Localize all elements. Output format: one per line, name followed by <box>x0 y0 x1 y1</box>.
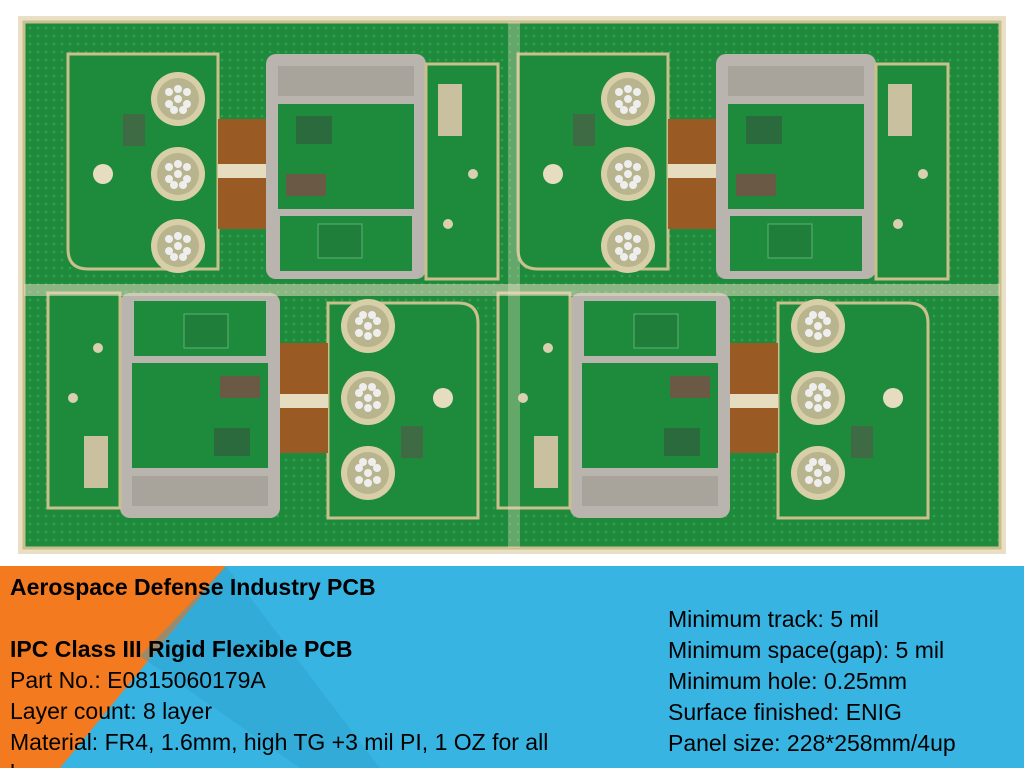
spec-layer-count: Layer count: 8 layer <box>10 698 213 724</box>
subheading: IPC Class III Rigid Flexible PCB <box>10 636 353 662</box>
spec-surface: Surface finished: ENIG <box>668 699 902 725</box>
spec-material: Material: FR4, 1.6mm, high TG +3 mil PI,… <box>10 729 549 755</box>
spec-min-space: Minimum space(gap): 5 mil <box>668 637 945 663</box>
spec-banner: Aerospace Defense Industry PCB IPC Class… <box>0 566 1024 768</box>
heading: Aerospace Defense Industry PCB <box>10 574 376 600</box>
spec-material-cont: layer <box>10 758 548 768</box>
pcb-photo <box>18 16 1006 554</box>
spec-min-hole: Minimum hole: 0.25mm <box>668 668 908 694</box>
spec-min-track: Minimum track: 5 mil <box>668 606 879 632</box>
pcb-panel-illustration <box>22 20 1002 550</box>
banner-background <box>0 566 1024 768</box>
spec-part-no: Part No.: E0815060179A <box>10 667 266 693</box>
spec-panel-size: Panel size: 228*258mm/4up <box>668 730 956 756</box>
